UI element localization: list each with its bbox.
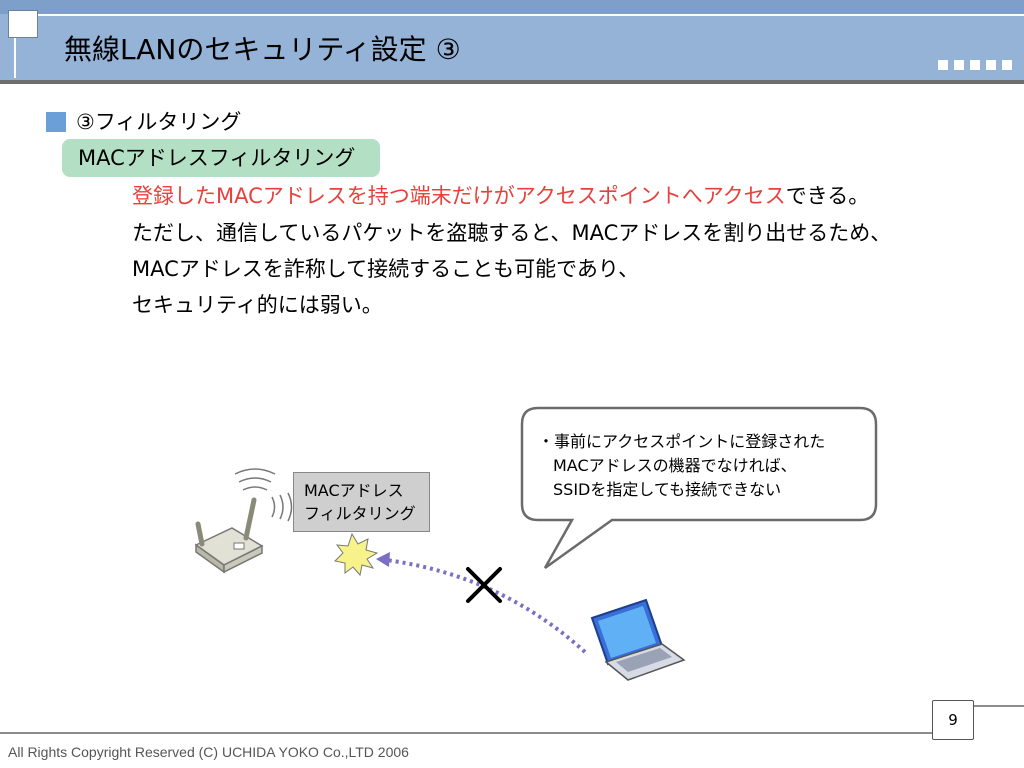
callout-bubble [520, 406, 878, 570]
callout-line-2: MACアドレスの機器でなければ、 [553, 456, 797, 475]
section-heading: ③フィルタリング [76, 110, 242, 134]
filter-label-line-2: フィルタリング [304, 504, 416, 523]
wifi-signal-icon [234, 468, 293, 522]
body-line-1-highlight: 登録したMACアドレスを持つ端末だけがアクセスポイントへアクセス [132, 184, 786, 208]
body-line-2: ただし、通信しているパケットを盗聴すると、MACアドレスを割り出せるため、 [132, 221, 892, 245]
footer-copyright: All Rights Copyright Reserved (C) UCHIDA… [8, 744, 409, 760]
title-bar-top-band [0, 0, 1024, 14]
laptop-icon [590, 598, 686, 681]
dotted-arrow [385, 558, 587, 654]
filter-label-line-1: MACアドレス [304, 481, 404, 500]
page-title: 無線LANのセキュリティ設定 ③ [64, 33, 461, 66]
title-corner-box [8, 10, 38, 38]
filter-label-box [293, 472, 430, 532]
arrow-head-icon [376, 552, 390, 567]
body-line-1: 登録したMACアドレスを持つ端末だけがアクセスポイントへアクセスできる。 [132, 179, 869, 213]
title-decoration-squares [938, 60, 1012, 70]
body-line-4: セキュリティ的には弱い。 [132, 293, 383, 317]
title-decoration-line [14, 14, 1024, 16]
block-x-icon [466, 567, 502, 603]
title-decoration-vertical [14, 30, 16, 78]
subheading-highlight [62, 139, 380, 177]
subheading: MACアドレスフィルタリング [78, 146, 356, 170]
body-line-3: MACアドレスを詐称して接続することも可能であり、 [132, 257, 640, 281]
page-number: 9 [932, 700, 974, 740]
callout-line-3: SSIDを指定しても接続できない [553, 480, 782, 499]
bullet-square-icon [46, 112, 66, 132]
callout-line-1: ・事前にアクセスポイントに登録された [538, 432, 826, 451]
title-underline [0, 80, 1024, 84]
body-line-1-rest: できる。 [785, 184, 870, 208]
footer-lines [0, 705, 1024, 734]
access-point-icon [194, 497, 264, 574]
starburst-icon [333, 532, 379, 577]
